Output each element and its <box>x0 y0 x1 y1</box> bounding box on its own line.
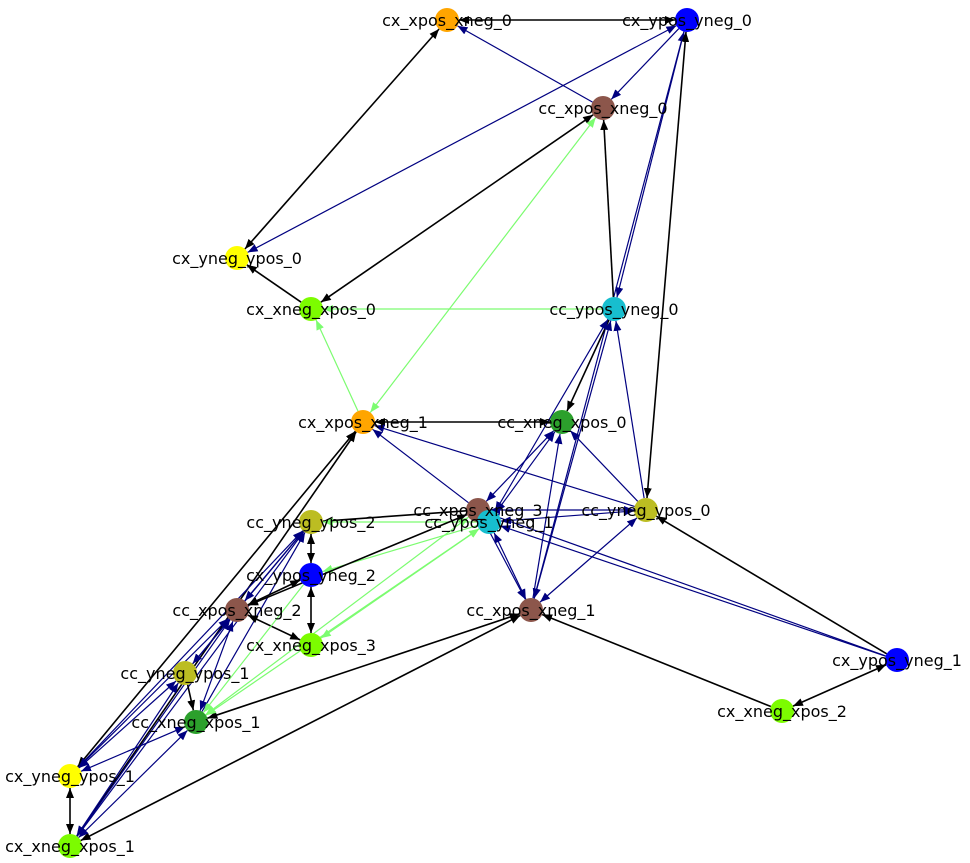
edge-cc_ypos_yneg_1-to-cc_yneg_ypos_0 <box>500 507 635 525</box>
edge-cc_ypos_yneg_0-to-cc_xneg_xpos_0 <box>566 319 610 412</box>
edge-cx_xneg_xpos_2-to-cc_xpos_xneg_1 <box>541 613 772 708</box>
edge-cc_yneg_ypos_1-to-cc_xneg_xpos_1 <box>186 684 196 711</box>
node-label-cc_xpos_xneg_2: cc_xpos_xneg_2 <box>172 601 301 621</box>
node-cx_ypos_yneg_1[interactable] <box>885 648 909 672</box>
node-label-cc_xpos_xneg_1: cc_xpos_xneg_1 <box>466 601 595 621</box>
edge-cc_xpos_xneg_2-to-cx_xneg_xpos_3 <box>247 614 301 641</box>
node-label-cc_ypos_yneg_0: cc_ypos_yneg_0 <box>549 300 678 320</box>
edge-cc_xpos_xneg_0-to-cx_xpos_xneg_0 <box>457 25 593 103</box>
node-label-cx_ypos_yneg_1: cx_ypos_yneg_1 <box>832 651 962 671</box>
edge-cx_xpos_xneg_1-to-cx_xneg_xpos_0 <box>315 319 359 412</box>
node-label-cx_yneg_ypos_1: cx_yneg_ypos_1 <box>5 767 135 787</box>
edge-cc_yneg_ypos_0-to-cx_xpos_xneg_1 <box>374 424 635 508</box>
node-cx_xneg_xpos_2[interactable] <box>770 699 794 723</box>
edge-cx_ypos_yneg_1-to-cc_xpos_xneg_3 <box>489 513 886 657</box>
node-cc_xpos_xneg_1[interactable] <box>519 598 543 622</box>
node-label-cc_yneg_ypos_2: cc_yneg_ypos_2 <box>246 513 375 533</box>
node-label-cx_ypos_yneg_2: cx_ypos_yneg_2 <box>246 566 376 586</box>
node-label-cc_xpos_xneg_3: cc_xpos_xneg_3 <box>413 501 542 521</box>
edge-cc_ypos_yneg_0-to-cc_xpos_xneg_0 <box>600 119 615 298</box>
edge-cx_ypos_yneg_1-to-cc_yneg_ypos_0 <box>655 515 888 655</box>
node-cx_xneg_xpos_0[interactable] <box>299 297 323 321</box>
edge-cc_xpos_xneg_3-to-cc_xneg_xpos_0 <box>485 430 555 502</box>
node-cc_yneg_ypos_2[interactable] <box>299 510 323 534</box>
node-label-cc_yneg_ypos_0: cc_yneg_ypos_0 <box>581 501 710 521</box>
edge-cc_ypos_yneg_0-to-cc_xpos_xneg_1 <box>532 320 613 599</box>
node-cc_xneg_xpos_1[interactable] <box>184 710 208 734</box>
node-cx_xpos_xneg_0[interactable] <box>435 8 459 32</box>
edges-layer <box>66 16 888 842</box>
node-cx_xpos_xneg_1[interactable] <box>351 410 375 434</box>
node-label-cx_xneg_xpos_2: cx_xneg_xpos_2 <box>717 702 847 722</box>
node-label-cc_xneg_xpos_0: cc_xneg_xpos_0 <box>497 413 626 433</box>
node-cc_ypos_yneg_0[interactable] <box>602 297 626 321</box>
node-label-cx_xpos_xneg_0: cx_xpos_xneg_0 <box>382 11 512 31</box>
edge-cx_xpos_xneg_1-to-cc_xpos_xneg_0 <box>369 117 597 413</box>
node-cx_yneg_ypos_0[interactable] <box>225 246 249 270</box>
node-label-cx_xneg_xpos_3: cx_xneg_xpos_3 <box>246 636 376 656</box>
node-label-cc_yneg_ypos_1: cc_yneg_ypos_1 <box>120 664 249 684</box>
node-label-cx_yneg_ypos_0: cx_yneg_ypos_0 <box>172 249 302 269</box>
node-label-cx_xpos_xneg_1: cx_xpos_xneg_1 <box>298 413 428 433</box>
edge-cc_xpos_xneg_0-to-cx_xneg_xpos_0 <box>320 114 594 303</box>
edge-cc_xpos_xneg_1-to-cc_yneg_ypos_0 <box>539 517 638 603</box>
edge-cc_xneg_xpos_1-to-cx_xneg_xpos_1 <box>78 729 188 839</box>
edge-cx_ypos_yneg_0-to-cc_yneg_ypos_0 <box>643 31 690 499</box>
node-label-cc_xneg_xpos_1: cc_xneg_xpos_1 <box>131 713 260 733</box>
node-cc_yneg_ypos_0[interactable] <box>634 498 658 522</box>
node-label-cc_ypos_yneg_1: cc_ypos_yneg_1 <box>424 513 553 533</box>
edge-cx_yneg_ypos_0-to-cx_ypos_yneg_0 <box>247 25 677 253</box>
edge-cx_ypos_yneg_1-to-cc_ypos_yneg_1 <box>500 525 886 657</box>
edge-cc_yneg_ypos_0-to-cc_xneg_xpos_0 <box>569 430 639 502</box>
node-label-cx_xneg_xpos_1: cx_xneg_xpos_1 <box>5 837 135 857</box>
node-cx_ypos_yneg_0[interactable] <box>675 8 699 32</box>
node-label-cx_xneg_xpos_0: cx_xneg_xpos_0 <box>246 300 376 320</box>
node-cc_xpos_xneg_2[interactable] <box>225 598 249 622</box>
edge-cx_ypos_yneg_1-to-cx_xneg_xpos_2 <box>792 664 887 707</box>
edge-cc_xpos_xneg_3-to-cx_xpos_xneg_1 <box>372 428 469 504</box>
edge-cx_xpos_xneg_0-to-cx_yneg_ypos_0 <box>244 28 440 250</box>
edge-cc_ypos_yneg_1-to-cc_xneg_xpos_1 <box>205 528 480 716</box>
edge-cc_ypos_yneg_1-to-cc_xneg_xpos_0 <box>495 431 556 513</box>
node-cc_xneg_xpos_0[interactable] <box>550 410 574 434</box>
node-cc_yneg_ypos_1[interactable] <box>173 661 197 685</box>
edge-cc_ypos_yneg_1-to-cc_xpos_xneg_1 <box>493 532 527 600</box>
node-cx_xneg_xpos_3[interactable] <box>299 633 323 657</box>
node-label-cc_xpos_xneg_0: cc_xpos_xneg_0 <box>538 99 667 119</box>
edge-cc_xneg_xpos_1-to-cc_yneg_ypos_2 <box>201 532 306 712</box>
node-cx_ypos_yneg_2[interactable] <box>299 563 323 587</box>
node-cx_xneg_xpos_1[interactable] <box>58 834 82 858</box>
node-cc_xpos_xneg_0[interactable] <box>591 96 615 120</box>
edge-cx_xneg_xpos_0-to-cx_yneg_ypos_0 <box>246 264 302 303</box>
node-cc_ypos_yneg_1[interactable] <box>477 510 501 534</box>
edge-cc_xpos_xneg_1-to-cc_xneg_xpos_1 <box>207 613 520 719</box>
node-cx_yneg_ypos_1[interactable] <box>58 764 82 788</box>
labels-layer: cx_xpos_xneg_0 cx_ypos_yneg_0 cc_xpos_xneg… <box>5 11 962 857</box>
node-label-cx_ypos_yneg_0: cx_ypos_yneg_0 <box>622 11 752 31</box>
nodes-layer <box>58 8 909 858</box>
edge-cc_yneg_ypos_0-to-cc_ypos_yneg_0 <box>613 320 645 499</box>
